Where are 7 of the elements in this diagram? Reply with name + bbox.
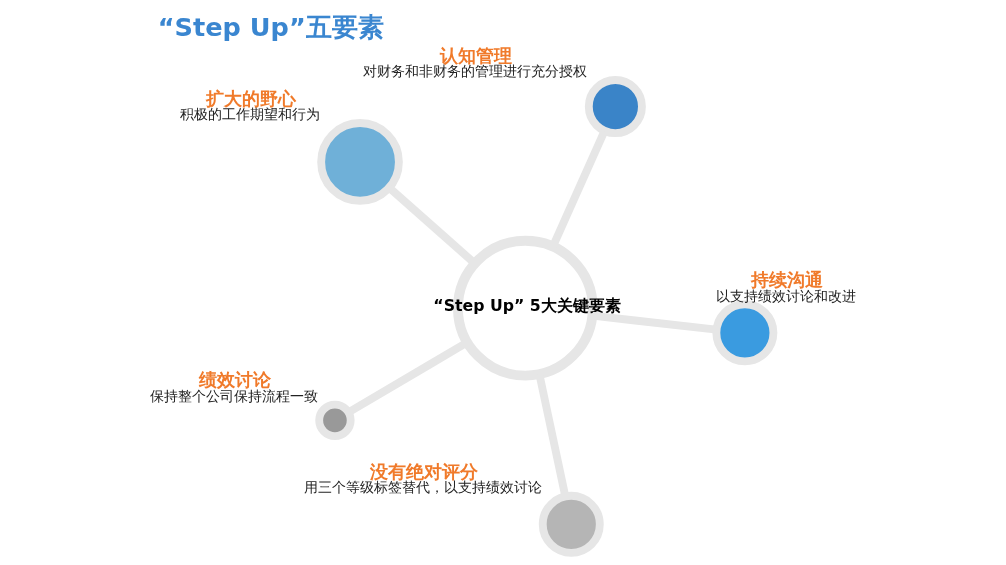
node-label: 扩大的野心 xyxy=(205,88,296,109)
node-circle xyxy=(584,76,646,138)
node-label: 没有绝对评分 xyxy=(369,461,478,482)
diagram-title: “Step Up”五要素 xyxy=(157,11,384,42)
node-label: 持续沟通 xyxy=(750,269,823,290)
node-circle xyxy=(316,119,403,205)
node-label: “Step Up” 5大关键要素 xyxy=(432,295,621,315)
